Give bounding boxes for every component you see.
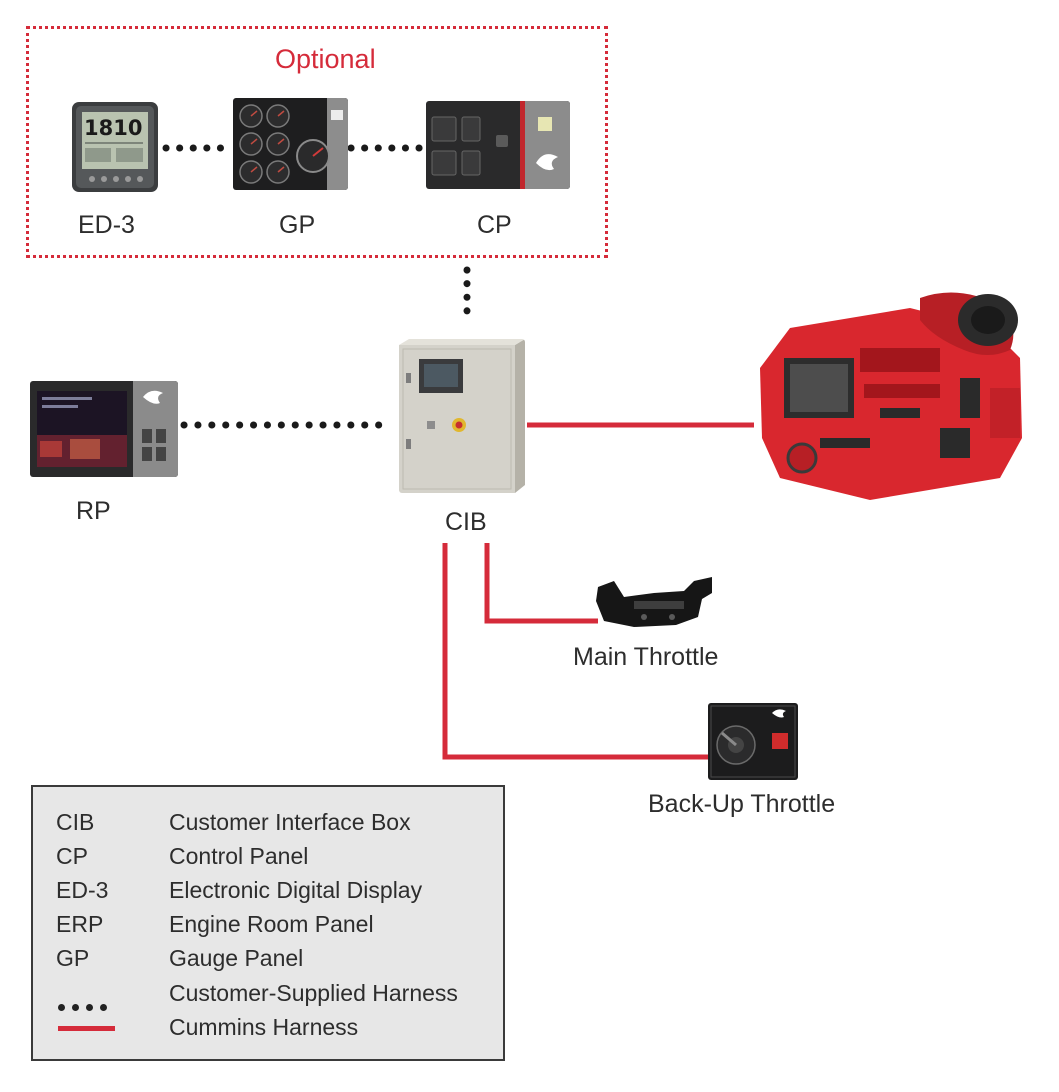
- optional-title: Optional: [275, 44, 376, 74]
- legend-row-cp: CP Control Panel: [33, 843, 503, 873]
- legend-desc: Customer-Supplied Harness: [169, 980, 458, 1006]
- legend-row-erp: ERP Engine Room Panel: [33, 911, 503, 941]
- legend-abbr: ERP: [56, 911, 104, 937]
- main-throttle-label: Main Throttle: [573, 643, 719, 671]
- gp-gauge-panel-image: [233, 98, 348, 190]
- rp-label: RP: [76, 497, 111, 525]
- legend-row-gp: GP Gauge Panel: [33, 945, 503, 975]
- legend-row-line: Cummins Harness: [33, 1014, 503, 1044]
- legend-abbr: CP: [56, 843, 88, 869]
- legend-desc: Gauge Panel: [169, 945, 304, 971]
- ed3-screen-reading: 1810: [84, 116, 142, 140]
- legend-desc: Engine Room Panel: [169, 911, 374, 937]
- dotted-harness-symbol: [58, 990, 118, 1011]
- legend-abbr: CIB: [56, 809, 95, 835]
- harness-cib-backup-throttle: [442, 543, 708, 760]
- legend-desc: Electronic Digital Display: [169, 877, 423, 903]
- cib-label: CIB: [445, 508, 487, 536]
- legend-abbr: GP: [56, 945, 90, 971]
- legend-desc: Control Panel: [169, 843, 309, 869]
- legend-desc: Customer Interface Box: [169, 809, 411, 835]
- backup-throttle-image: [708, 703, 798, 780]
- cib-cabinet-image: [399, 339, 525, 493]
- gp-label: GP: [279, 211, 316, 239]
- legend-row-dotted: Customer-Supplied Harness: [33, 980, 503, 1011]
- legend-abbr: ED-3: [56, 877, 109, 903]
- legend-box: CIB Customer Interface Box CP Control Pa…: [31, 785, 505, 1061]
- optional-group-box: [26, 26, 608, 258]
- red-harness-symbol: [58, 1026, 115, 1031]
- rp-remote-panel-image: [30, 381, 178, 477]
- legend-row-cib: CIB Customer Interface Box: [33, 809, 503, 839]
- main-throttle-image: [596, 577, 712, 627]
- backup-throttle-label: Back-Up Throttle: [648, 790, 836, 818]
- engine-image: [760, 292, 1022, 500]
- harness-cib-main-throttle: [484, 543, 598, 624]
- cp-control-panel-image: [426, 101, 570, 189]
- ed3-label: ED-3: [78, 211, 135, 239]
- legend-row-ed3: ED-3 Electronic Digital Display: [33, 877, 503, 907]
- cp-label: CP: [477, 211, 512, 239]
- legend-desc: Cummins Harness: [169, 1014, 359, 1040]
- ed3-display-image: 1810: [72, 102, 158, 192]
